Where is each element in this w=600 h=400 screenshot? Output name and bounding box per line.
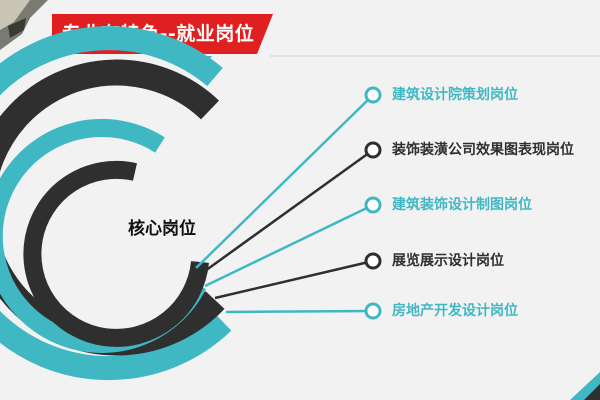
connector-dot xyxy=(364,252,382,270)
outer-ring-teal xyxy=(0,26,232,381)
connector-dot xyxy=(364,302,382,320)
connector-line xyxy=(225,309,374,314)
connector-line xyxy=(204,203,374,288)
position-label: 建筑设计院策划岗位 xyxy=(392,87,518,103)
position-label: 装饰装潢公司效果图表现岗位 xyxy=(392,142,574,158)
connector-line xyxy=(195,94,374,269)
connector-dot xyxy=(364,141,382,159)
connector-dot xyxy=(364,86,382,104)
corner-photo xyxy=(0,0,48,50)
connector-line xyxy=(214,259,374,300)
innermost-ring-dark xyxy=(23,160,209,347)
connector-line xyxy=(197,148,374,278)
connector-dot xyxy=(364,196,382,214)
corner-decoration xyxy=(570,372,600,400)
core-positions-label: 核心岗位 xyxy=(128,219,196,239)
position-label: 建筑装饰设计制图岗位 xyxy=(392,197,532,213)
position-label: 展览展示设计岗位 xyxy=(392,253,504,269)
position-label: 房地产开发设计岗位 xyxy=(392,303,518,319)
